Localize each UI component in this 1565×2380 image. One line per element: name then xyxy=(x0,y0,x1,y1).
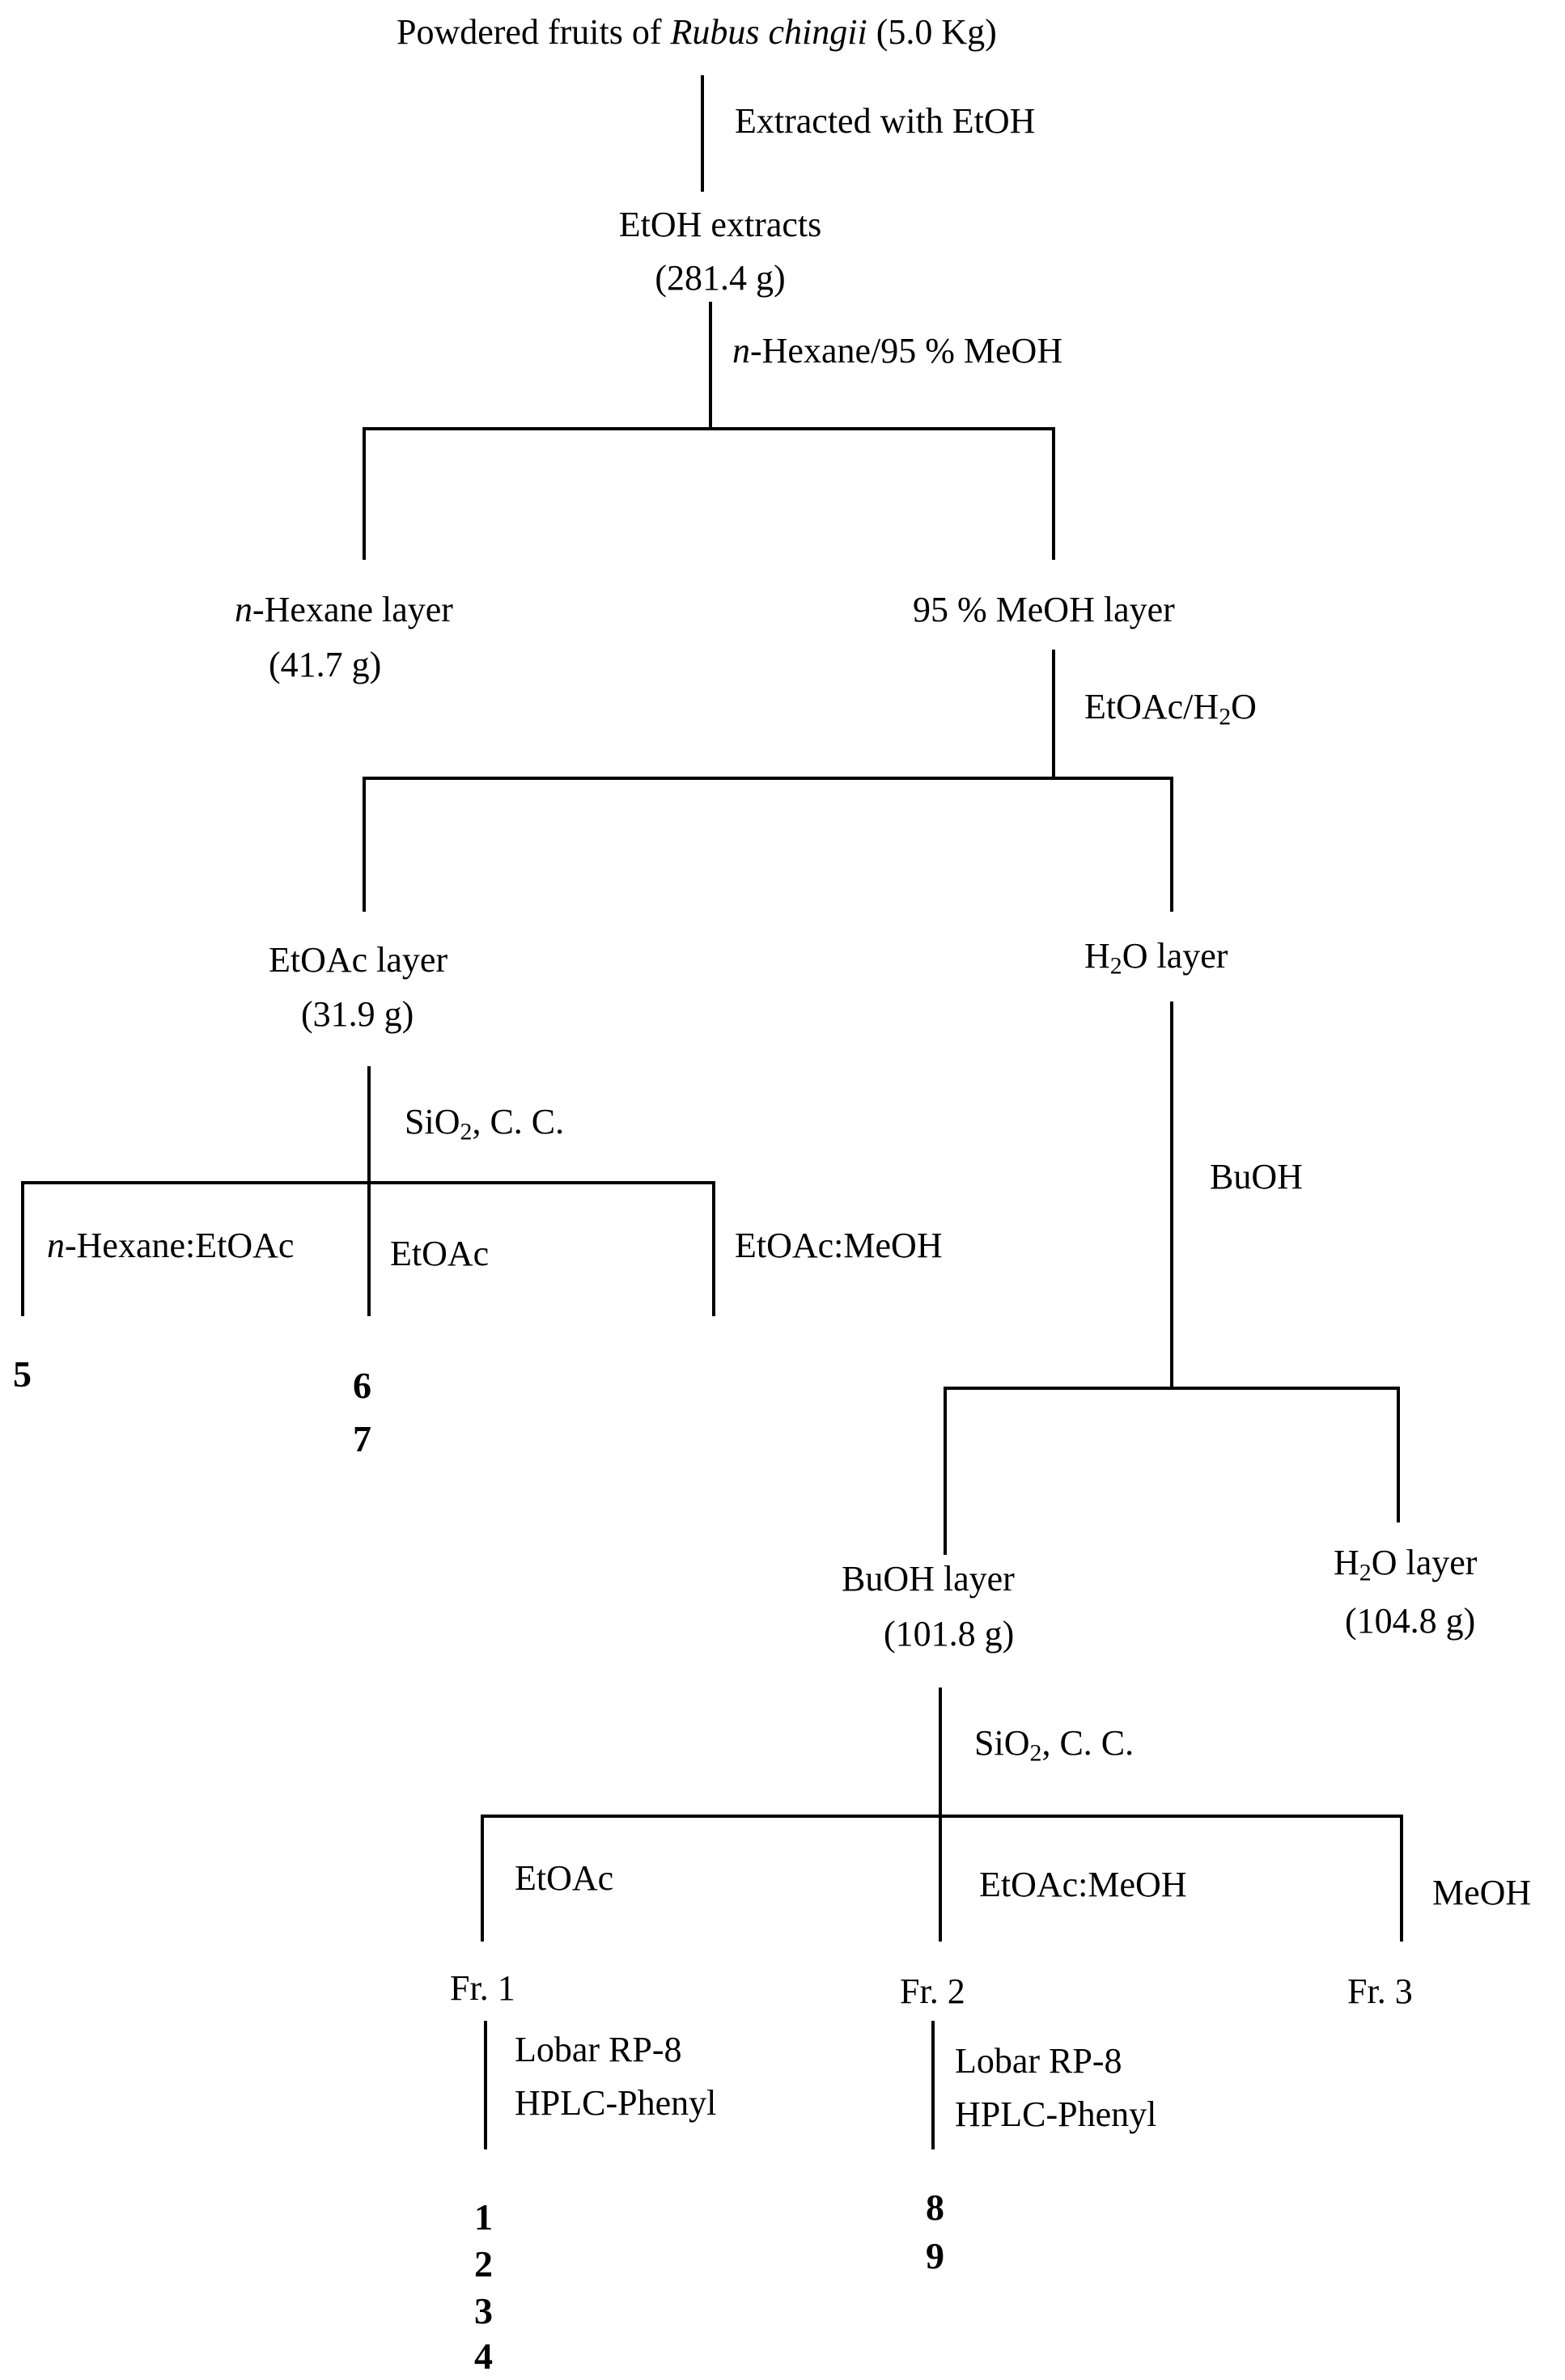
h2o-2-sub: 2 xyxy=(1359,1559,1372,1586)
compound-3: 3 xyxy=(474,2290,493,2331)
compound-8: 8 xyxy=(926,2187,944,2228)
eluent-hex-italic: n xyxy=(47,1226,65,1265)
h2o-layer-2-mass: (104.8 g) xyxy=(1345,1601,1476,1641)
eluent-meoh: MeOH xyxy=(1432,1873,1532,1912)
compound-9: 9 xyxy=(926,2235,944,2276)
h2o-2-post: O layer xyxy=(1371,1543,1478,1582)
meoh-layer-name: 95 % MeOH layer xyxy=(913,590,1175,629)
partition-1-rest: -Hexane/95 % MeOH xyxy=(750,331,1063,371)
h2o-1-pre: H xyxy=(1084,936,1110,976)
etoh-extract-name: EtOH extracts xyxy=(618,205,822,244)
start-material: Powdered fruits of Rubus chingii (5.0 Kg… xyxy=(397,15,997,50)
hexane-italic: n xyxy=(235,590,252,629)
step-buoh-label: BuOH xyxy=(1210,1157,1303,1196)
h2o-1-post: O layer xyxy=(1122,936,1228,976)
compound-6: 6 xyxy=(353,1365,371,1406)
compound-1: 1 xyxy=(474,2196,493,2238)
partition-2-sub: 2 xyxy=(1219,703,1232,731)
fr2-method-2: HPLC-Phenyl xyxy=(955,2094,1157,2134)
h2o-layer-2-name: H2O layer xyxy=(1334,1543,1478,1585)
partition-1-label: n-Hexane/95 % MeOH xyxy=(732,333,1062,369)
cc-1-pre: SiO xyxy=(405,1102,460,1141)
cc-2-label: SiO2, C. C. xyxy=(974,1723,1135,1765)
etoac-layer-mass: (31.9 g) xyxy=(301,994,414,1034)
hexane-layer-mass: (41.7 g) xyxy=(269,645,382,684)
cc-1-sub: 2 xyxy=(460,1118,473,1146)
hexane-name: -Hexane layer xyxy=(252,590,453,629)
fraction-3: Fr. 3 xyxy=(1347,1971,1413,2011)
etoh-extract-mass: (281.4 g) xyxy=(655,258,786,298)
fraction-1: Fr. 1 xyxy=(450,1968,515,2008)
eluent-hexane-etoac: n-Hexane:EtOAc xyxy=(47,1228,294,1264)
h2o-2-pre: H xyxy=(1334,1543,1359,1582)
cc-2-sub: 2 xyxy=(1029,1739,1042,1767)
start-mass: (5.0 Kg) xyxy=(867,12,997,52)
eluent-etoac-meoh-1: EtOAc:MeOH xyxy=(735,1226,943,1265)
eluent-etoac-1: EtOAc xyxy=(390,1234,490,1273)
step-extract-label: Extracted with EtOH xyxy=(735,101,1036,141)
cc-1-label: SiO2, C. C. xyxy=(405,1102,565,1144)
fr1-method-2: HPLC-Phenyl xyxy=(515,2083,717,2123)
fr1-method-1: Lobar RP-8 xyxy=(515,2030,682,2069)
compound-2: 2 xyxy=(474,2243,493,2285)
eluent-etoac-2: EtOAc xyxy=(515,1858,614,1898)
compound-5: 5 xyxy=(13,1353,32,1395)
partition-2-pre: EtOAc/H xyxy=(1084,687,1219,726)
fraction-2: Fr. 2 xyxy=(900,1971,965,2011)
compound-7: 7 xyxy=(353,1418,371,1459)
etoac-layer-name: EtOAc layer xyxy=(269,940,448,980)
compound-4: 4 xyxy=(474,2336,493,2377)
partition-1-italic: n xyxy=(732,331,750,371)
eluent-hex-rest: -Hexane:EtOAc xyxy=(65,1226,295,1265)
buoh-layer-mass: (101.8 g) xyxy=(884,1614,1015,1654)
hexane-layer-name: n-Hexane layer xyxy=(235,592,453,628)
species-name: Rubus chingii xyxy=(670,12,867,52)
buoh-layer-name: BuOH layer xyxy=(842,1559,1015,1599)
start-prefix: Powdered fruits of xyxy=(397,12,671,52)
partition-2-post: O xyxy=(1231,687,1257,726)
cc-1-post: , C. C. xyxy=(472,1102,565,1141)
fr2-method-1: Lobar RP-8 xyxy=(955,2041,1122,2081)
h2o-layer-1-name: H2O layer xyxy=(1084,936,1228,978)
h2o-1-sub: 2 xyxy=(1109,952,1122,980)
cc-2-pre: SiO xyxy=(974,1723,1030,1763)
partition-2-label: EtOAc/H2O xyxy=(1084,687,1257,729)
eluent-etoac-meoh-2: EtOAc:MeOH xyxy=(979,1865,1187,1904)
cc-2-post: , C. C. xyxy=(1041,1723,1135,1763)
